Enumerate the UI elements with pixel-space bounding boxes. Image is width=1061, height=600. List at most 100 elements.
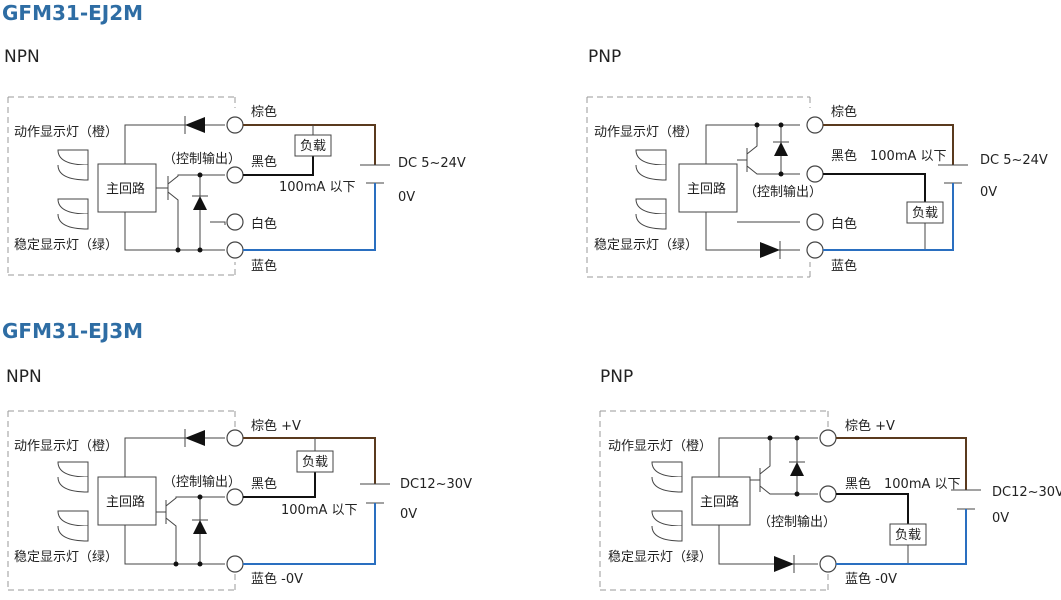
s2-pnp-main-circuit-box (691, 476, 751, 526)
s1-pnp-supply-label: DC 5~24V (980, 153, 1048, 168)
s2-npn-black-label: 黑色 (251, 476, 277, 492)
s1-pnp-blue-wire (823, 183, 954, 251)
s1-npn-terminal-brown (226, 116, 244, 134)
s1-npn-diagram: NPN 动作显示灯（橙） 稳定显示灯（绿） 主回路 （控制输出） 棕色 黑色 白… (4, 47, 466, 276)
s2-pnp-terminal-blue (819, 555, 837, 573)
s2-npn-main-circuit-box (97, 476, 157, 526)
s2-pnp-transistor (750, 438, 818, 495)
s2-npn-terminal-black (226, 488, 244, 506)
s1-pnp-zero-label: 0V (980, 185, 997, 200)
s2-npn-control-label: （控制输出） (163, 474, 241, 490)
s1-npn-terminal-white (226, 213, 244, 231)
s2-npn-zener-icon (193, 520, 207, 534)
s1-npn-stable-lamp-icon (57, 198, 89, 215)
s2-npn-main-circuit-label: 主回路 (106, 494, 145, 510)
s2-pnp-brown-label: 棕色 +V (845, 418, 895, 434)
s2-npn-supply-label: DC12~30V (400, 477, 472, 492)
s1-pnp-action-lamp-icon (635, 149, 667, 166)
s1-npn-main-circuit-label: 主回路 (106, 181, 145, 197)
s2-pnp-control-label: （控制输出） (758, 514, 836, 530)
s1-pnp-led-icon (760, 242, 780, 258)
s1-pnp-terminal-white (806, 213, 824, 231)
s2-npn-black-wire (243, 472, 316, 498)
s1-pnp-battery-icon (938, 164, 968, 184)
s1-npn-load-box (294, 134, 332, 157)
s2-pnp-load-label: 负载 (895, 528, 921, 543)
s1-npn-terminal-blue (226, 241, 244, 259)
s2-npn-zero-label: 0V (400, 507, 417, 522)
s1-npn-current-label: 100mA 以下 (279, 180, 356, 195)
s1-npn-node-2 (175, 247, 181, 253)
s2-npn-terminal-blue (226, 555, 244, 573)
s1-pnp-stable-lamp-label: 稳定显示灯（绿） (594, 237, 698, 253)
s1-pnp-zener-icon (774, 142, 788, 156)
s2-pnp-blue-label: 蓝色 -0V (845, 571, 897, 587)
s2-npn-diagram: NPN 动作显示灯（橙） 稳定显示灯（绿） 主回路 （控制输出） 棕色 +V 黑… (6, 367, 472, 591)
s1-npn-brown-label: 棕色 (251, 104, 277, 120)
s1-npn-zener-icon (193, 196, 207, 210)
s1-npn-black-label: 黑色 (251, 154, 277, 170)
s2-pnp-stable-lamp-label: 稳定显示灯（绿） (608, 549, 712, 565)
s1-npn-white-label: 白色 (251, 216, 277, 232)
section-1-title: GFM31-EJ2M (2, 1, 143, 25)
s2-pnp-brown-wire (836, 437, 967, 490)
s2-npn-blue-label: 蓝色 -0V (251, 571, 303, 587)
s2-npn-action-lamp-label: 动作显示灯（橙） (14, 439, 118, 454)
s2-npn-load-box (296, 450, 334, 473)
s2-npn-blue-wire (243, 503, 376, 565)
s2-pnp-battery-icon (951, 489, 981, 510)
s1-npn-led-icon (185, 117, 205, 133)
s1-pnp-transistor (737, 125, 800, 175)
s2-pnp-diagram: PNP 动作显示灯（橙） 稳定显示灯（绿） 主回路 （控制输出） 棕色 +V 黑… (599, 367, 1061, 591)
s2-npn-stable-lamp-icon (57, 510, 89, 527)
s1-pnp-mode-label: PNP (588, 47, 621, 67)
s1-npn-stable-lamp-lower-icon (57, 213, 89, 230)
s2-pnp-action-lamp-label: 动作显示灯（橙） (608, 439, 712, 454)
s1-npn-blue-label: 蓝色 (251, 258, 277, 274)
s2-npn-brown-label: 棕色 +V (251, 418, 301, 434)
s1-pnp-control-label: （控制输出） (744, 184, 822, 200)
s2-npn-housing (7, 410, 236, 591)
s2-pnp-led-icon (774, 556, 794, 572)
s1-npn-brown-wire (243, 124, 376, 165)
s1-pnp-stable-lamp-icon (635, 198, 667, 215)
s1-pnp-diagram: PNP 动作显示灯（橙） 稳定显示灯（绿） 主回路 （控制输出） 棕色 黑色 白… (586, 47, 1048, 278)
s1-pnp-brown-wire (823, 124, 954, 165)
s1-pnp-load-label: 负载 (912, 206, 938, 221)
s1-npn-node-3 (197, 247, 203, 253)
s2-npn-current-label: 100mA 以下 (281, 503, 358, 518)
s1-pnp-main-circuit-box (678, 163, 738, 213)
s2-pnp-zener-icon (790, 462, 804, 476)
s2-npn-brown-wire (243, 437, 376, 484)
s2-npn-action-lamp-icon (57, 461, 89, 478)
s1-npn-action-lamp-label: 动作显示灯（橙） (14, 125, 118, 140)
s2-npn-load-label: 负载 (302, 455, 328, 470)
s1-npn-transistor (156, 174, 225, 250)
s1-pnp-brown-label: 棕色 (831, 104, 857, 120)
s1-npn-blue-wire (243, 183, 376, 251)
s2-pnp-terminal-brown (819, 429, 837, 447)
s1-npn-terminal-black (226, 166, 244, 184)
s2-npn-stable-lamp-label: 稳定显示灯（绿） (14, 549, 118, 565)
s2-npn-led-icon (185, 430, 205, 446)
s2-pnp-mode-label: PNP (600, 367, 633, 387)
s2-pnp-main-circuit-label: 主回路 (700, 494, 739, 510)
s1-npn-housing (7, 96, 236, 276)
s2-npn-terminal-brown (226, 429, 244, 447)
s2-npn-transistor (156, 496, 225, 564)
s2-pnp-black-wire (836, 493, 909, 524)
s2-pnp-current-label: 100mA 以下 (884, 477, 961, 492)
s1-pnp-white-label: 白色 (831, 216, 857, 232)
s1-npn-node-1 (197, 172, 203, 178)
s2-pnp-terminal-black (819, 485, 837, 503)
s1-npn-black-wire (243, 156, 314, 176)
s1-npn-action-lamp-lower-icon (57, 164, 89, 181)
s2-pnp-zero-label: 0V (992, 511, 1009, 526)
s1-pnp-terminal-brown (806, 116, 824, 134)
section-2-title: GFM31-EJ3M (2, 319, 143, 343)
s2-pnp-supply-label: DC12~30V (992, 485, 1061, 500)
s1-pnp-housing (586, 96, 811, 278)
s1-pnp-main-circuit-label: 主回路 (687, 181, 726, 197)
